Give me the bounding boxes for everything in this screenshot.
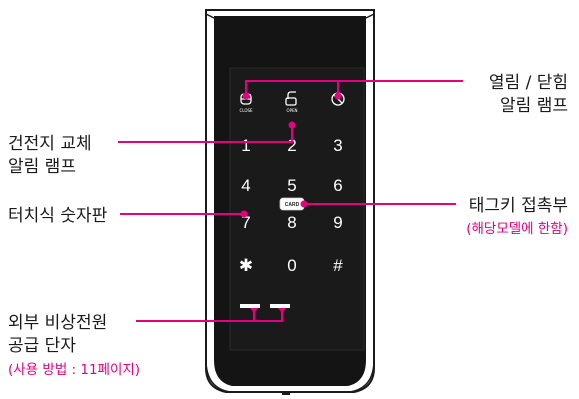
key-4[interactable]: 4 bbox=[241, 176, 250, 195]
open-lamp-label: OPEN bbox=[286, 108, 297, 113]
key-8[interactable]: 8 bbox=[287, 213, 296, 232]
battery-leader bbox=[118, 126, 293, 143]
touch-keypad-label: 터치식 숫자판 bbox=[8, 206, 108, 226]
external-power-note: (사용 방법 : 11페이지) bbox=[8, 362, 140, 378]
external-power-label-1: 외부 비상전원 bbox=[8, 313, 107, 333]
key-1[interactable]: 1 bbox=[241, 136, 250, 155]
key-hash[interactable]: # bbox=[333, 256, 343, 275]
close-lamp-label: CLOSE bbox=[239, 108, 253, 113]
card-reader: CARD bbox=[279, 197, 305, 211]
key-2[interactable]: 2 bbox=[287, 136, 296, 155]
card-label: CARD bbox=[285, 202, 300, 208]
doorlock-device bbox=[205, 9, 375, 395]
keypad: 1 2 3 4 5 6 7 8 9 ✱ 0 # bbox=[239, 136, 343, 275]
external-power-label-2: 공급 단자 bbox=[8, 336, 76, 356]
callout-markers bbox=[240, 92, 342, 313]
power-terminals bbox=[240, 304, 290, 308]
battery-lamp-label-2: 알림 램프 bbox=[8, 157, 76, 177]
callout-lines bbox=[118, 80, 463, 322]
key-9[interactable]: 9 bbox=[333, 213, 342, 232]
key-6[interactable]: 6 bbox=[333, 176, 342, 195]
tag-key-note: (해당모델에 한함) bbox=[466, 221, 568, 237]
key-7[interactable]: 7 bbox=[241, 213, 250, 232]
battery-lamp-label-1: 건전지 교체 bbox=[8, 134, 92, 154]
tag-key-label: 태그키 접촉부 bbox=[469, 196, 568, 216]
key-5[interactable]: 5 bbox=[287, 176, 296, 195]
key-3[interactable]: 3 bbox=[333, 136, 342, 155]
lamp-bracket bbox=[245, 80, 339, 96]
open-lamp-icon: OPEN bbox=[285, 91, 298, 113]
key-star[interactable]: ✱ bbox=[239, 256, 253, 275]
key-0[interactable]: 0 bbox=[287, 256, 296, 275]
open-close-lamp-label-1: 열림 / 닫힘 bbox=[489, 73, 568, 93]
open-close-lamp-label-2: 알림 램프 bbox=[500, 96, 568, 116]
